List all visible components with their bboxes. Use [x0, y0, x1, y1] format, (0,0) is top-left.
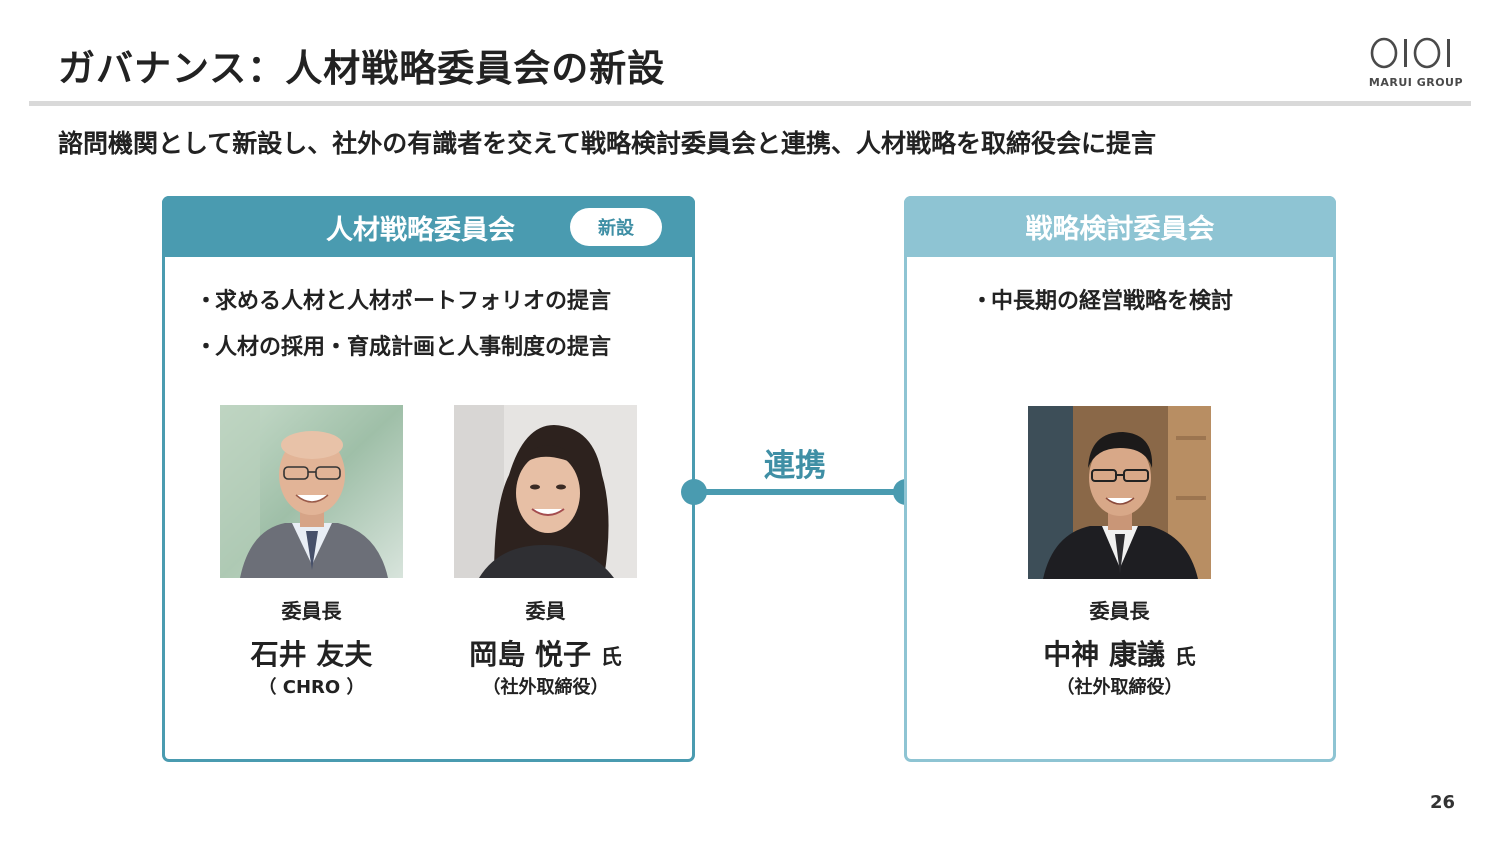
member-honorific: 氏	[600, 645, 622, 669]
collaboration-line	[694, 489, 906, 495]
bullet-item: ・人材の採用・育成計画と人事制度の提言	[195, 333, 611, 379]
slide-subtitle: 諮問機関として新設し、社外の有識者を交えて戦略検討委員会と連携、人材戦略を取締役…	[58, 129, 1157, 158]
bullet-text: 人材の採用・育成計画と人事制度の提言	[215, 335, 612, 360]
member-role: 委員長	[1089, 599, 1150, 623]
collaboration-label: 連携	[764, 448, 826, 484]
member-name-text: 岡島 悦子	[469, 638, 591, 671]
member-photo-okajima	[454, 405, 637, 578]
page-number: 26	[1430, 792, 1456, 813]
member-name-text: 石井 友夫	[250, 638, 373, 671]
bullet-dot: ・	[195, 335, 218, 360]
bullet-dot: ・	[971, 289, 994, 314]
member-note: （社外取締役）	[482, 677, 609, 698]
bullet-item: ・中長期の経営戦略を検討	[971, 287, 1233, 333]
bullet-text: 中長期の経営戦略を検討	[991, 289, 1234, 314]
oioi-logo-mark	[1370, 37, 1450, 69]
member-name: 岡島 悦子 氏	[445, 633, 646, 673]
connector-dot-left	[681, 479, 707, 505]
title-divider	[29, 101, 1471, 106]
member-photo-ishii	[220, 405, 403, 578]
member-name-text: 中神 康議	[1043, 638, 1165, 671]
strategy-review-committee-title: 戦略検討委員会	[1025, 214, 1215, 245]
hr-strategy-committee-panel: 人材戦略委員会 新設 ・求める人材と人材ポートフォリオの提言 ・人材の採用・育成…	[162, 196, 695, 762]
member-role: 委員長	[281, 599, 342, 623]
marui-group-logo: MARUI GROUP	[1366, 36, 1466, 92]
bullet-text: 求める人材と人材ポートフォリオの提言	[215, 289, 612, 314]
member-honorific: 氏	[1174, 645, 1196, 669]
member-name: 石井 友夫	[220, 633, 403, 673]
hr-committee-bullets: ・求める人材と人材ポートフォリオの提言 ・人材の採用・育成計画と人事制度の提言	[195, 287, 611, 379]
member-note: （社外取締役）	[1056, 677, 1183, 698]
member-name: 中神 康議 氏	[1018, 633, 1221, 673]
new-badge: 新設	[570, 208, 662, 246]
member-role: 委員	[525, 599, 566, 623]
member-note: （ CHRO ）	[258, 677, 365, 698]
hr-strategy-committee-title: 人材戦略委員会	[326, 215, 515, 246]
bullet-item: ・求める人材と人材ポートフォリオの提言	[195, 287, 611, 333]
member-photo-nakagami	[1028, 406, 1211, 579]
strategy-review-committee-header: 戦略検討委員会	[904, 196, 1336, 257]
slide-title: ガバナンス：人材戦略委員会の新設	[58, 47, 666, 90]
strategy-review-committee-panel: 戦略検討委員会 ・中長期の経営戦略を検討 委員長 中神 康議 氏 （社外取締役）	[904, 196, 1336, 762]
logo-text: MARUI GROUP	[1368, 76, 1464, 89]
hr-strategy-committee-header: 人材戦略委員会 新設	[162, 196, 695, 257]
bullet-dot: ・	[195, 289, 218, 314]
strategy-committee-bullets: ・中長期の経営戦略を検討	[971, 287, 1233, 333]
